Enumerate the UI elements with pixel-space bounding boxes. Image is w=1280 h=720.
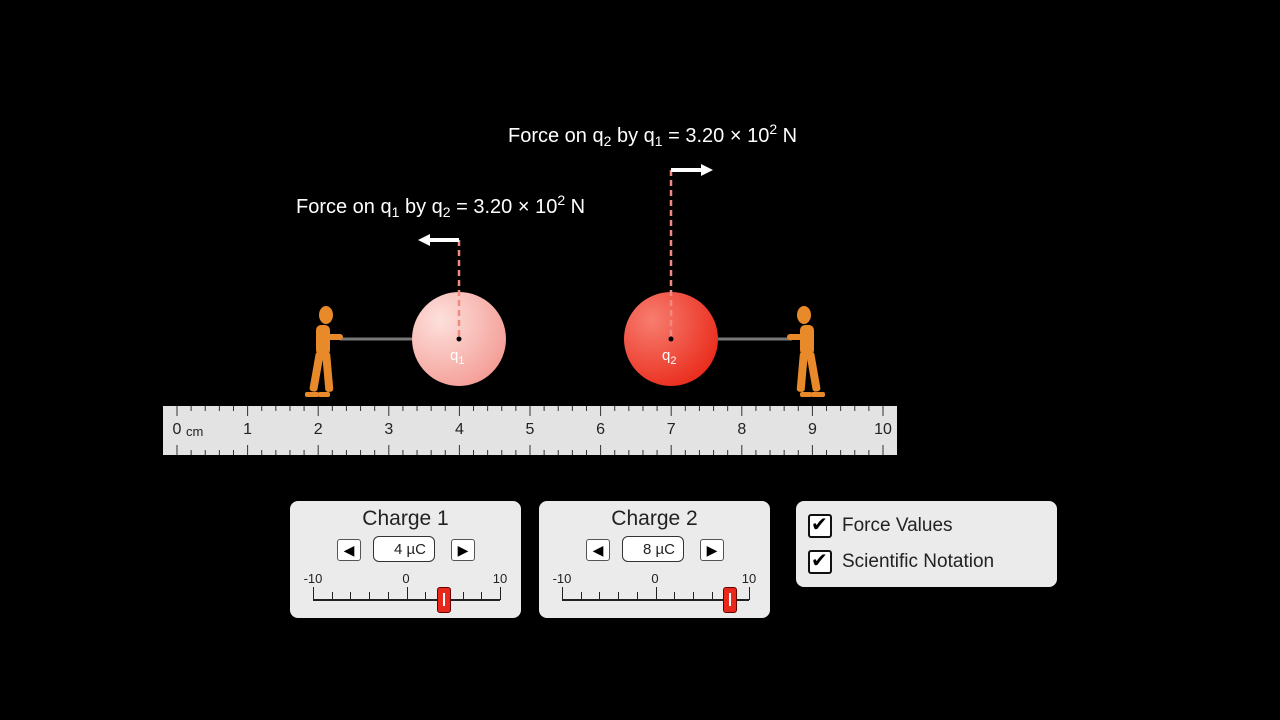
charge1-title: Charge 1 (362, 507, 449, 530)
text: by q (399, 196, 443, 218)
text: Force on q (508, 125, 604, 147)
force-values-checkbox[interactable]: ✔ Force Values (808, 514, 953, 538)
slider-tick (711, 592, 713, 600)
slider-tick (562, 587, 563, 600)
force-values-label: Force Values (842, 515, 953, 536)
slider-tick (749, 587, 750, 600)
text: 2 (603, 133, 612, 149)
text: 1 (458, 355, 465, 367)
slider-track[interactable] (562, 599, 749, 601)
text: = 3.20 × 10 (662, 125, 770, 147)
charge1-mid-label: 0 (402, 571, 410, 586)
force-arrow-q2 (671, 164, 713, 176)
slider-tick (692, 592, 694, 600)
ruler-tick-label: 2 (313, 421, 323, 438)
charge2-panel: Charge 2 ◀ 8 µC ▶ -10 0 10 (539, 501, 770, 618)
charge-q1-label: q1 (450, 347, 464, 367)
charge1-increment-button[interactable]: ▶ (451, 539, 475, 561)
charge2-decrement-button[interactable]: ◀ (586, 539, 610, 561)
charge2-value: 8 µC (622, 536, 684, 562)
slider-tick (618, 592, 620, 600)
slider-tick (481, 592, 483, 600)
charge2-min-label: -10 (552, 571, 572, 586)
text: 2 (442, 204, 451, 220)
slider-thumb[interactable] (436, 587, 451, 613)
check-icon: ✔ (811, 514, 828, 536)
ruler-tick-label: 5 (525, 421, 535, 438)
charge2-title: Charge 2 (611, 507, 698, 530)
ruler-tick-label: 8 (737, 421, 747, 438)
force-label-q1: Force on q1 by q2 = 3.20 × 102 N (296, 192, 585, 220)
ruler-ticks (176, 406, 884, 455)
slider-tick (580, 592, 582, 600)
ruler-tick-label: 6 (596, 421, 606, 438)
check-icon: ✔ (811, 550, 828, 572)
slider-tick (350, 592, 352, 600)
options-panel: ✔ Force Values ✔ Scientific Notation (796, 501, 1057, 587)
slider-tick (462, 592, 464, 600)
ruler-unit: cm (186, 424, 204, 439)
slider-tick (599, 592, 601, 600)
slider-tick (369, 592, 371, 600)
ruler-tick-label: 3 (384, 421, 394, 438)
slider-tick (387, 592, 389, 600)
force-label-q2: Force on q2 by q1 = 3.20 × 102 N (508, 121, 797, 149)
text: q (662, 347, 671, 364)
ruler-tick-label: 1 (243, 421, 253, 438)
ruler-tick-label: 7 (666, 421, 676, 438)
slider-tick (313, 587, 314, 600)
slider-tick (331, 592, 333, 600)
puller-left-icon (305, 306, 343, 397)
force-arrow-q1 (418, 234, 459, 246)
charge2-max-label: 10 (741, 571, 757, 586)
slider-tick (425, 592, 427, 600)
slider-track[interactable] (313, 599, 500, 601)
ruler-tick-label: 4 (454, 421, 464, 438)
ruler-tick-label: 0 (172, 421, 182, 438)
charge1-value: 4 µC (373, 536, 435, 562)
ruler-tick-label: 10 (874, 421, 892, 438)
text: N (777, 125, 798, 147)
text: q (450, 347, 459, 364)
text: N (565, 196, 586, 218)
charge-q2-label: q2 (662, 347, 676, 367)
charge1-min-label: -10 (303, 571, 323, 586)
slider-tick (655, 587, 657, 600)
checkbox-checked-icon: ✔ (808, 550, 832, 574)
scientific-notation-checkbox[interactable]: ✔ Scientific Notation (808, 550, 994, 574)
charge1-max-label: 10 (492, 571, 508, 586)
ruler-tick-label: 9 (807, 421, 817, 438)
text: 1 (391, 204, 400, 220)
slider-thumb[interactable] (723, 587, 738, 613)
text: 2 (557, 192, 566, 208)
text: = 3.20 × 10 (450, 196, 558, 218)
scientific-notation-label: Scientific Notation (842, 551, 995, 572)
text: Force on q (296, 196, 392, 218)
slider-tick (406, 587, 408, 600)
charge2-mid-label: 0 (651, 571, 659, 586)
text: 1 (654, 133, 663, 149)
puller-right-icon (787, 306, 825, 397)
slider-tick (500, 587, 501, 600)
text: 2 (769, 121, 778, 137)
charge1-panel: Charge 1 ◀ 4 µC ▶ -10 0 10 (290, 501, 521, 618)
charge2-increment-button[interactable]: ▶ (700, 539, 724, 561)
text: by q (611, 125, 655, 147)
charge1-decrement-button[interactable]: ◀ (337, 539, 361, 561)
slider-tick (636, 592, 638, 600)
slider-tick (674, 592, 676, 600)
checkbox-checked-icon: ✔ (808, 514, 832, 538)
text: 2 (670, 355, 677, 367)
